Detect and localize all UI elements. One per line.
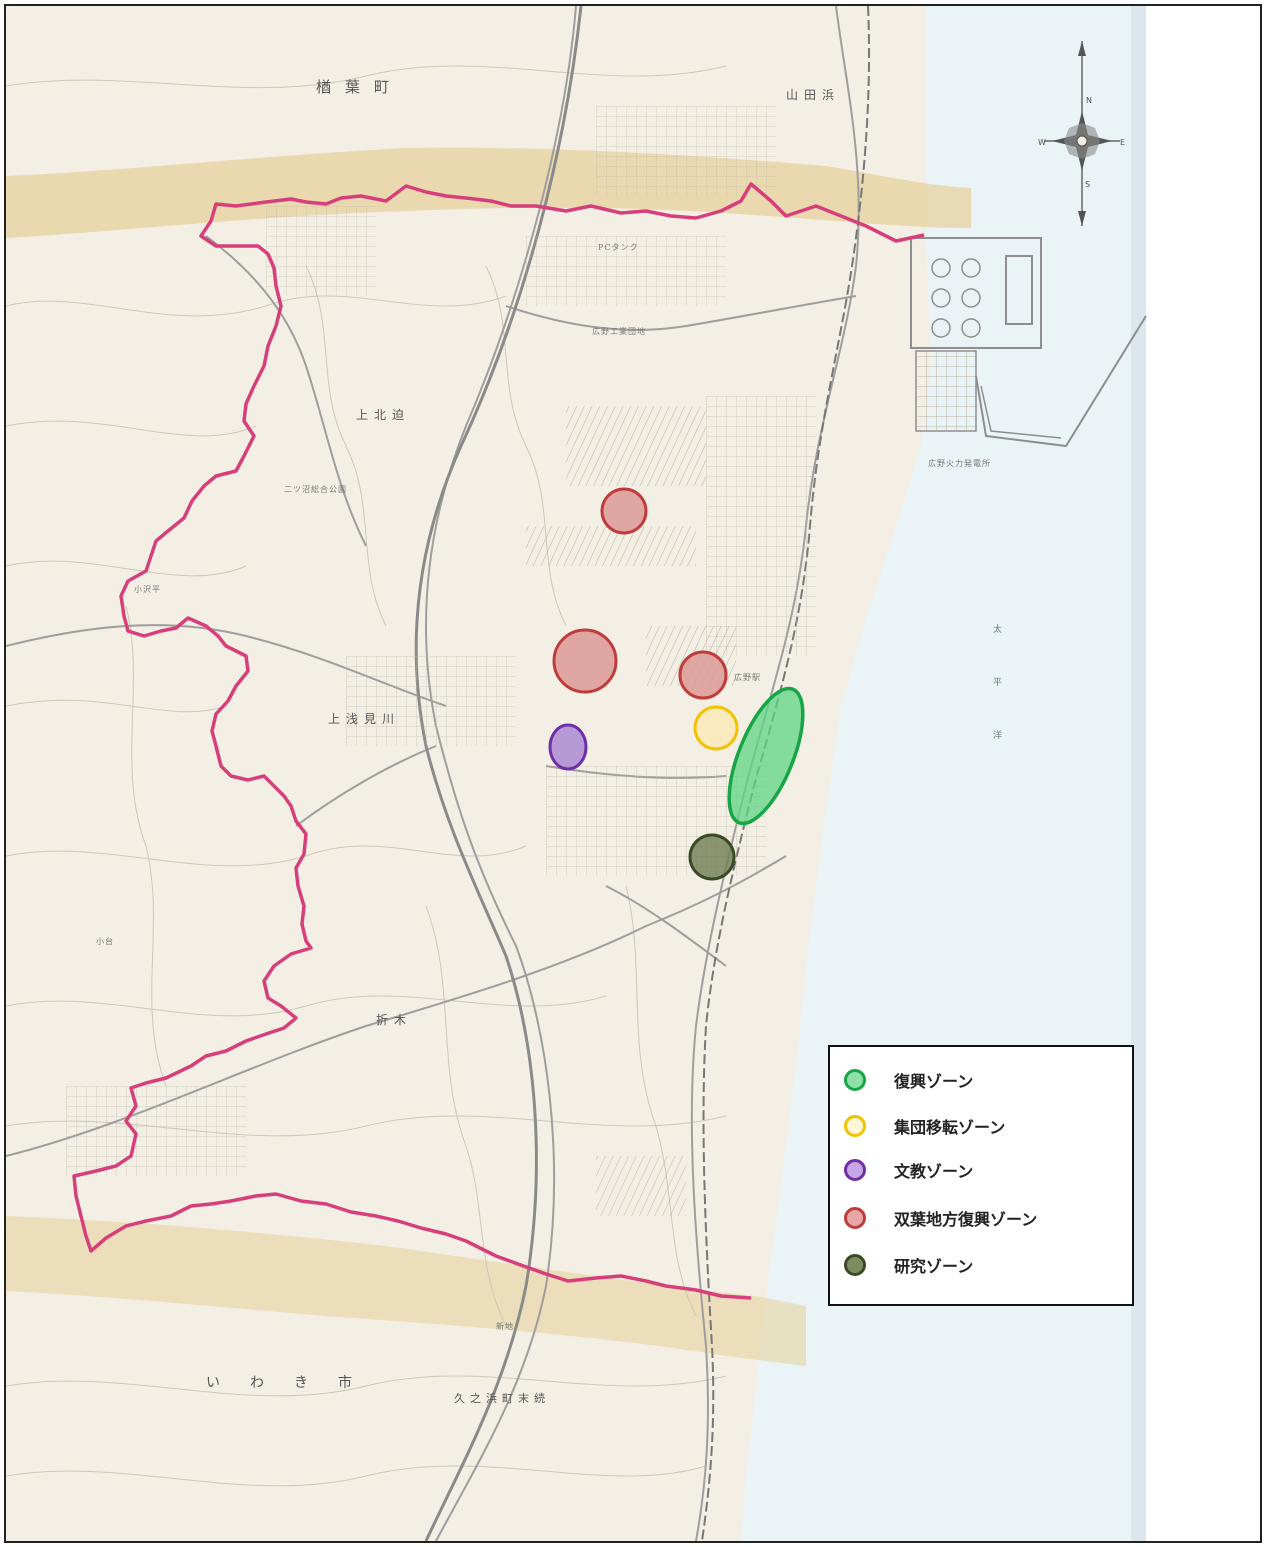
- municipal-boundary: [72, 182, 925, 1300]
- power-plant: [910, 237, 1147, 448]
- futaba-zone-3[interactable]: [678, 650, 728, 700]
- legend-label: 復興ゾーン: [894, 1072, 974, 1091]
- place-label-pacific: 太平洋: [991, 624, 1001, 783]
- map-legend: 復興ゾーン 集団移転ゾーン 文教ゾーン 双葉地方復興ゾーン 研究ゾーン: [828, 1045, 1134, 1306]
- futaba-zone-1[interactable]: [600, 487, 648, 535]
- zone-markers: [548, 487, 818, 881]
- place-label-iwaki: いわき市: [206, 1375, 382, 1391]
- label-industrial-park: 広野工業団地: [592, 327, 646, 336]
- shudan-zone-swatch-icon: [844, 1115, 866, 1137]
- place-label-kamiasamigawa: 上浅見川: [328, 712, 401, 726]
- fukko-zone[interactable]: [714, 679, 818, 833]
- town-grid-futatsunuma: [266, 206, 376, 296]
- hatched-housing-4: [596, 1156, 686, 1216]
- place-label-oriki: 折木: [376, 1013, 413, 1027]
- legend-label: 文教ゾーン: [894, 1162, 974, 1181]
- compass-n-label: N: [1086, 96, 1092, 105]
- futaba-zone-swatch-icon: [844, 1207, 866, 1229]
- bunkyo-zone-swatch-icon: [844, 1159, 866, 1181]
- legend-item-bunkyo: 文教ゾーン: [844, 1155, 973, 1185]
- hatched-housing-1: [566, 406, 706, 486]
- label-kodai: 小台: [96, 937, 114, 946]
- railway: [701, 6, 871, 1541]
- label-power-station: 広野火力発電所: [928, 459, 991, 468]
- kenkyu-zone-swatch-icon: [844, 1254, 866, 1276]
- compass-rose: N S E W: [1038, 41, 1125, 226]
- compass-w-label: W: [1038, 138, 1046, 147]
- legend-label: 研究ゾーン: [894, 1257, 974, 1276]
- town-grid-oriki: [346, 656, 516, 746]
- town-grid-southwest: [66, 1086, 246, 1176]
- shudan-iten-zone[interactable]: [693, 705, 739, 751]
- town-grid-yamadahama: [596, 106, 776, 196]
- place-label-kamikitaba: 上北迫: [356, 408, 411, 422]
- legend-label: 双葉地方復興ゾーン: [894, 1210, 1038, 1229]
- legend-label: 集団移転ゾーン: [894, 1118, 1006, 1137]
- southern-ridge: [6, 1216, 806, 1366]
- label-hirono-station: 広野駅: [734, 673, 761, 682]
- legend-item-shudan: 集団移転ゾーン: [844, 1111, 1005, 1141]
- map-frame: N S E W 楢葉町 山田浜 上北迫 上浅見川 折木 いわき市 久之浜町末続 …: [4, 4, 1262, 1543]
- town-grid-industrial: [526, 236, 726, 306]
- bunkyo-zone[interactable]: [548, 723, 588, 771]
- kenkyu-zone[interactable]: [688, 833, 736, 881]
- place-label-yamadahama: 山田浜: [786, 88, 841, 102]
- label-pc-tank: PCタンク: [598, 243, 639, 252]
- label-futatsunuma: 二ツ沼総合公園: [284, 485, 347, 494]
- fukko-zone-swatch-icon: [844, 1069, 866, 1091]
- compass-e-label: E: [1120, 138, 1125, 147]
- place-label-hisanohama: 久之浜町末続: [454, 1392, 550, 1405]
- compass-s-label: S: [1085, 180, 1090, 189]
- topographic-map: N S E W: [6, 6, 1147, 1541]
- futaba-zone-2[interactable]: [552, 628, 618, 694]
- legend-item-fukko: 復興ゾーン: [844, 1065, 973, 1095]
- legend-item-kenkyu: 研究ゾーン: [844, 1250, 973, 1280]
- place-label-naraha: 楢葉町: [316, 78, 404, 96]
- legend-item-futaba: 双葉地方復興ゾーン: [844, 1203, 1037, 1233]
- town-grid-kitaba: [706, 396, 816, 656]
- label-ozawa: 小沢平: [134, 585, 161, 594]
- hatched-housing-2: [526, 526, 696, 566]
- highway: [414, 6, 583, 1541]
- label-shinchi: 新地: [496, 1322, 514, 1331]
